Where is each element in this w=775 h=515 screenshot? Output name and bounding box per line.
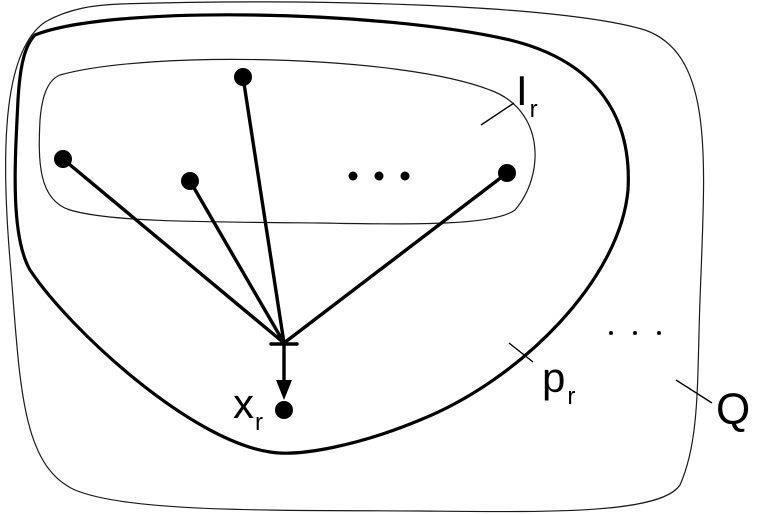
edge-4 bbox=[282, 171, 509, 345]
label-p-main: p bbox=[542, 354, 565, 401]
leader-q bbox=[675, 379, 713, 404]
label-x: xr bbox=[233, 380, 263, 436]
ellipsis-dot-1 bbox=[348, 171, 358, 181]
edge-3 bbox=[241, 75, 286, 345]
label-i-sub: r bbox=[530, 96, 538, 123]
leader-i bbox=[480, 102, 515, 126]
outer-dot-1 bbox=[609, 331, 613, 335]
edge-1 bbox=[61, 157, 286, 345]
outer-dot-3 bbox=[657, 331, 661, 335]
label-q: Q bbox=[716, 385, 750, 434]
node-4 bbox=[498, 164, 516, 182]
ellipsis-dot-3 bbox=[400, 171, 410, 181]
label-x-main: x bbox=[233, 380, 254, 427]
node-x bbox=[275, 401, 293, 419]
label-p-sub: r bbox=[567, 383, 575, 410]
leader-p bbox=[508, 342, 534, 363]
label-i: Ir bbox=[516, 67, 538, 123]
region-p-boundary bbox=[13, 13, 630, 455]
label-i-main: I bbox=[516, 67, 528, 114]
node-1 bbox=[54, 150, 72, 168]
node-3 bbox=[234, 68, 252, 86]
node-2 bbox=[181, 172, 199, 190]
label-p: pr bbox=[542, 354, 575, 410]
outer-dot-2 bbox=[633, 331, 637, 335]
region-q-boundary bbox=[4, 1, 705, 513]
arrow-head-icon bbox=[276, 380, 292, 400]
edge-2 bbox=[188, 179, 286, 345]
region-i-boundary bbox=[38, 58, 536, 225]
label-x-sub: r bbox=[255, 409, 263, 436]
ellipsis-dot-2 bbox=[374, 171, 384, 181]
